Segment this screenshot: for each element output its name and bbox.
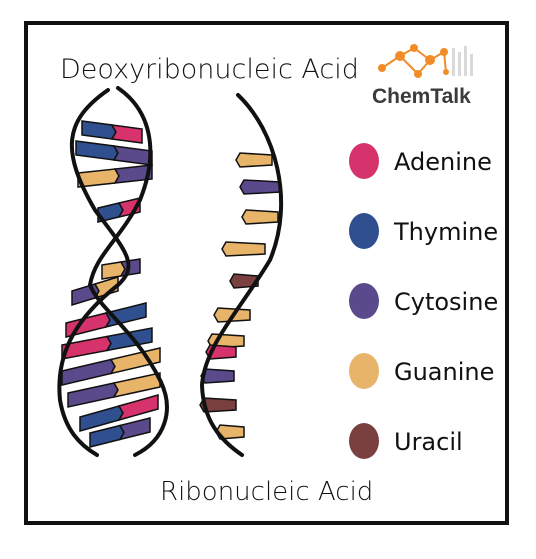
dna-base-pair [67, 372, 161, 408]
legend-label: Cytosine [394, 288, 498, 316]
dna-base-cytosine [118, 417, 151, 441]
legend-swatch [349, 423, 379, 459]
dna-base-adenine [110, 124, 143, 144]
dna-base-guanine [112, 372, 161, 399]
dna-base-pair [81, 120, 143, 144]
legend-swatch [349, 283, 379, 319]
logo-text: ChemTalk [372, 85, 471, 108]
dna-base-cytosine [112, 145, 153, 166]
molecule-icon [378, 44, 473, 78]
dna-base-pair [75, 140, 153, 166]
legend-label: Guanine [394, 358, 494, 386]
legend-label: Adenine [394, 148, 492, 176]
dna-base-thymine [75, 140, 119, 161]
dna-double-helix [57, 86, 169, 457]
rna-strand [199, 93, 284, 457]
legend-swatch [349, 143, 379, 179]
dna-title: Deoxyribonucleic Acid [60, 54, 359, 85]
legend-item-uracil: Uracil [349, 423, 463, 459]
dna-base-cytosine [61, 358, 116, 386]
rna-base-guanine [235, 152, 273, 168]
dna-base-adenine [117, 394, 159, 422]
dna-base-thymine [89, 424, 125, 448]
legend-label: Thymine [393, 218, 498, 246]
dna-base-cytosine [119, 258, 141, 277]
dna-base-pair [79, 394, 159, 432]
dna-base-thymine [81, 120, 117, 140]
rna-title: Ribonucleic Acid [160, 477, 373, 507]
dna-base-pair [97, 197, 141, 223]
rna-base-guanine [241, 209, 279, 225]
dna-base-pair [101, 258, 141, 280]
dna-base-guanine [109, 347, 161, 375]
dna-base-cytosine [113, 164, 153, 184]
dna-base-cytosine [67, 382, 119, 408]
legend-item-adenine: Adenine [349, 143, 492, 179]
legend-label: Uracil [394, 428, 463, 456]
dna-base-pair [61, 347, 161, 386]
legend-item-guanine: Guanine [349, 353, 494, 389]
rna-bases [199, 152, 281, 440]
dna-strand-right [87, 86, 169, 457]
legend-item-cytosine: Cytosine [349, 283, 498, 319]
dna-strand-left [57, 88, 131, 457]
dna-base-thymine [105, 327, 153, 352]
rna-base-guanine [221, 241, 266, 257]
dna-base-pair [61, 327, 153, 360]
legend-swatch [349, 213, 379, 249]
legend-item-thymine: Thymine [349, 213, 498, 249]
rna-base-cytosine [239, 179, 281, 195]
legend-swatch [349, 353, 379, 389]
dna-base-guanine [77, 168, 120, 188]
chemtalk-logo: ChemTalk [372, 44, 473, 108]
dna-base-pair [89, 417, 151, 448]
dna-base-pair [77, 164, 153, 188]
